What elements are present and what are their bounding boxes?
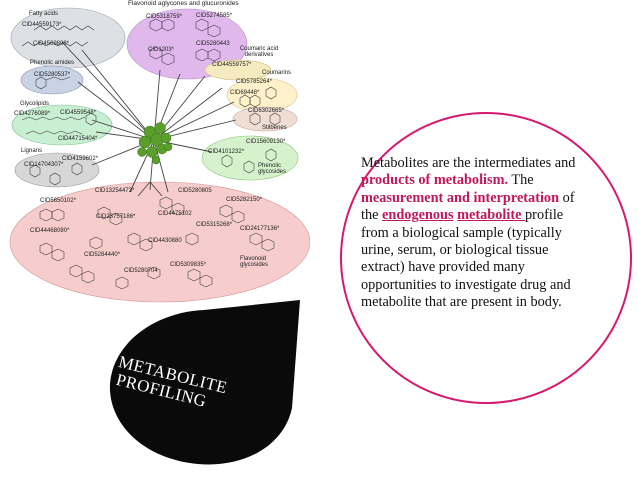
phenolic-glycosides-blob [201, 135, 299, 181]
flavonoid-glycoside-id-1: CID13254473* [95, 188, 135, 194]
central-node-cluster [137, 122, 173, 165]
phenolic-amides-blob [20, 65, 84, 95]
metabolite-tree-figure: Flavonoid aglycones and glucuronides Fat… [0, 0, 310, 310]
description-text: Metabolites are the intermediates and pr… [361, 155, 587, 312]
fatty-acids-id-2: CID4569808* [33, 41, 70, 47]
flavonoid-glycoside-id-8: CID5315268* [196, 222, 233, 228]
coumaric-acid-blob [204, 59, 272, 81]
coumaric-acid-label: Coumaric acid derivatives [239, 46, 279, 59]
flavonoid-glycoside-id-2: CID5280805 [178, 188, 212, 194]
desc-rest: profile from a biological sample (typica… [361, 207, 571, 311]
glycolipids-id-1: CID4276089* [14, 111, 51, 117]
flavonoid-glycosides-label: Flavonoid glycosides [240, 256, 269, 269]
flavonoid-glycoside-id-9: CID24177136* [240, 226, 280, 232]
flavonoid-glycosides-blob [9, 181, 310, 303]
phenolic-amides-id-1: CID5280537* [34, 72, 71, 78]
stilbenes-label: Stilbenes [262, 125, 287, 131]
metabolite-profiling-badge [109, 300, 300, 465]
lignans-blob [14, 152, 100, 188]
flavonoid-glycoside-id-10: CID4430880 [148, 238, 182, 244]
flavonoid-aglycone-id-1: CID5318759* [146, 14, 183, 20]
phenolic-glycosides-label: Phenolic glycosides [258, 163, 287, 176]
molecule-sketches [21, 18, 281, 290]
flavonoid-glycoside-id-6: CID4475102 [158, 211, 192, 217]
tree-diagram [9, 7, 310, 303]
desc-and: and [554, 155, 576, 171]
coumarins-label: Coumarins [262, 70, 292, 76]
glycolipids-blob [11, 104, 113, 146]
fatty-acids-label: Fatty acids [29, 11, 59, 17]
lignans-id-1: CID4159602* [62, 156, 99, 162]
stilbenes-blob [232, 106, 298, 132]
desc-sentence-1: Metabolites are the intermediates [361, 155, 552, 171]
flavonoid-glycoside-id-11: CID5284440* [84, 252, 121, 258]
glycolipids-id-3: CID44715404* [58, 136, 98, 142]
lignans-id-2: CID14704307* [24, 162, 64, 168]
flavonoid-aglycone-id-2: CID5274585* [196, 13, 233, 19]
flavonoid-glycoside-id-5: CID23757186* [96, 214, 136, 220]
flavonoid-glycoside-id-3: CID5650102* [40, 198, 77, 204]
stilbenes-id-1: CID6302665* [248, 108, 285, 114]
flavonoid-glycoside-id-12: CID5280704 [124, 268, 158, 274]
desc-metabolite: metabolite [457, 207, 526, 224]
flavonoid-aglycones-title: Flavonoid aglycones and glucuronides [128, 0, 239, 7]
coumarins-id-2: CID69448* [230, 90, 260, 96]
phenolic-amides-label: Phenolic amides [30, 60, 75, 66]
glycolipids-label: Glycolipids [20, 101, 50, 107]
flavonoid-glycoside-id-7: CID44468080* [30, 228, 70, 234]
flavonoid-aglycone-id-4: CID5280443 [196, 41, 230, 47]
desc-of-the: of the [361, 189, 575, 224]
phenolic-glycosides-id-2: CID4101232* [208, 149, 245, 155]
flavonoid-aglycone-id-3: CID1203* [148, 47, 175, 53]
desc-the: The [511, 172, 534, 189]
phenolic-glycosides-id-1: CID15609130* [246, 139, 286, 145]
desc-products-of-metabolism: products of metabolism. [361, 172, 509, 189]
flavonoid-glycoside-id-13: CID5309835* [170, 262, 207, 268]
lignans-label: Lignans [21, 148, 43, 154]
desc-measurement-and: measurement and [361, 189, 470, 206]
coumarins-id-1: CID5785264* [236, 79, 273, 85]
fatty-acids-id-1: CID44559173* [22, 22, 62, 28]
description-circle [340, 112, 632, 404]
flavonoid-glycoside-id-4: CID5282150* [226, 197, 263, 203]
desc-endogenous: endogenous [382, 207, 454, 224]
desc-interpretation: interpretation [473, 189, 560, 206]
glycolipids-id-2: CID4559548* [60, 110, 97, 116]
coumaric-acid-id-1: CID44559757* [212, 62, 252, 68]
